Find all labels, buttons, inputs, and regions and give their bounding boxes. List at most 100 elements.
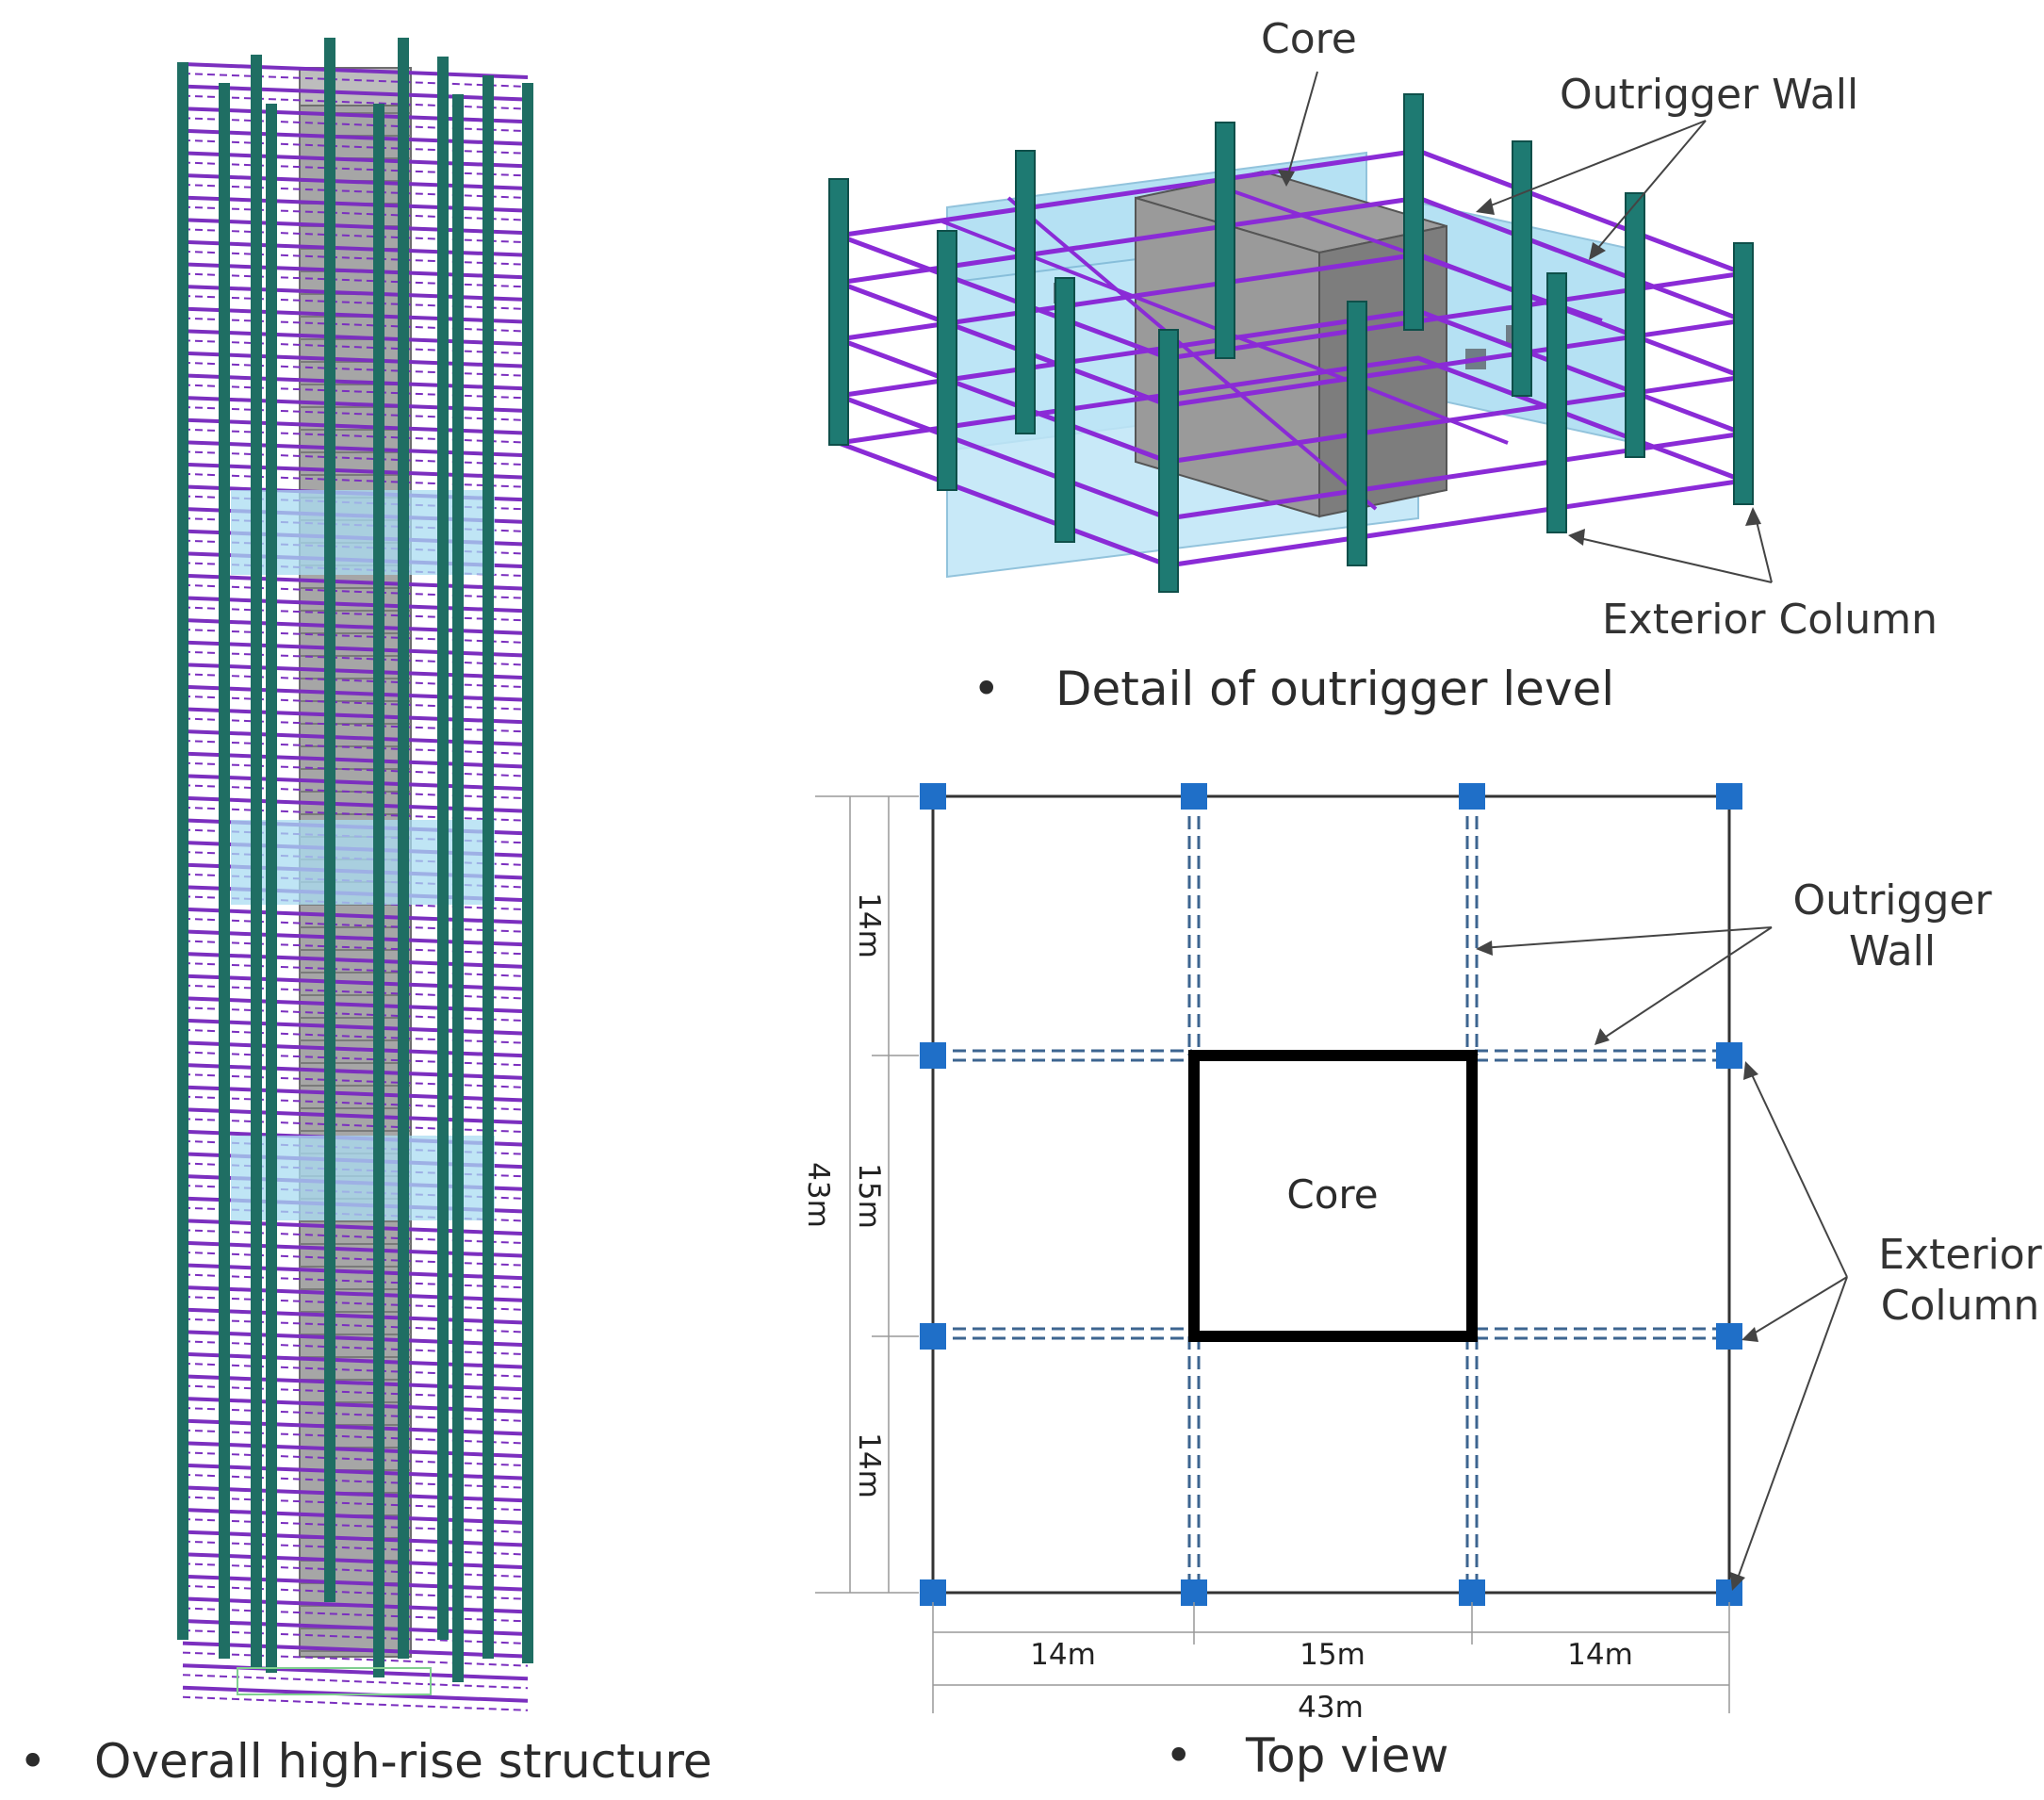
plan-column-square (1459, 783, 1485, 810)
tower-floor-beam-secondary (182, 1273, 529, 1289)
tower-floor-beam-secondary (182, 205, 529, 221)
plan-outrigger-arrowhead (1476, 941, 1493, 956)
tower-column (482, 75, 494, 1659)
tower-floor-beam (182, 1441, 529, 1459)
plan-column-leader (1748, 1068, 1848, 1278)
detail-exterior-column (1512, 140, 1532, 397)
tower-floor-beam (182, 1040, 529, 1058)
tower-floor-beam (182, 1574, 529, 1592)
dim-bay-center: 15m (852, 1163, 886, 1229)
plan-column-leader (1748, 1276, 1848, 1337)
tower-floor-beam (182, 996, 529, 1014)
plan-column-arrowhead (1743, 1061, 1758, 1080)
tower-floor-beam (182, 1552, 529, 1570)
plan-caption: Top view (1245, 1728, 1448, 1783)
tower-floor-beam-secondary (182, 73, 529, 88)
tower-floor-beam (182, 1263, 529, 1281)
tower-floor-beam (182, 1107, 529, 1125)
tower-floor-beam-secondary (182, 384, 529, 400)
plan-column-square (920, 1323, 946, 1350)
tower-floor-beam (182, 684, 529, 702)
detail-exterior-column (1733, 242, 1754, 505)
outrigger-detail-model (828, 93, 1754, 593)
tower-floor-beam-secondary (182, 295, 529, 310)
tower-floor-beam (182, 663, 529, 680)
dim-total: 43m (1298, 1691, 1364, 1725)
tower-floor-beam-secondary (182, 1006, 529, 1023)
detail-column-arrowhead (1568, 529, 1585, 546)
tower-floor-beam (182, 1085, 529, 1103)
tower-floor-beam-secondary (182, 339, 529, 355)
tower-floor-beam (182, 84, 529, 102)
tower-floor-beam-secondary (182, 1362, 529, 1378)
tower-columns (177, 38, 533, 1682)
tower-floor-beam-secondary (182, 1296, 529, 1311)
tower-floor-beam (182, 306, 529, 324)
detail-column-arrowhead (1745, 507, 1761, 526)
plan-outrigger-label-line2: Wall (1849, 927, 1936, 975)
tower-floor-beam-secondary (182, 583, 529, 599)
detail-outrigger-label: Outrigger Wall (1560, 71, 1858, 119)
dim-bay-right: 14m (1567, 1638, 1633, 1672)
tower-floor-beam-secondary (182, 1496, 529, 1512)
dim-bay-bottom: 14m (852, 1432, 886, 1498)
detail-outrigger-arrowhead (1476, 198, 1495, 215)
plan-column-label-line2: Column (1881, 1282, 2040, 1330)
tower-floor-beam (182, 729, 529, 746)
tower-floor-beam (182, 640, 529, 658)
plan-column-square (920, 1042, 946, 1069)
tower-column (522, 83, 533, 1663)
dim-bay-left: 14m (1030, 1638, 1096, 1672)
tower-floor-beam-secondary (182, 940, 529, 956)
tower-floor-beam-secondary (182, 761, 529, 777)
detail-column-label: Exterior Column (1602, 596, 1938, 644)
tower-floor-beam-secondary (182, 917, 529, 933)
tower-column (452, 94, 464, 1682)
plan-column-arrowhead (1730, 1572, 1745, 1591)
plan-column-square (920, 783, 946, 810)
tower-floor-beam (182, 1641, 529, 1659)
tower-column (251, 55, 262, 1668)
tower-floor-beam-secondary (182, 606, 529, 622)
tower-floor-beam (182, 1330, 529, 1348)
detail-exterior-column (1347, 301, 1367, 566)
detail-caption-bullet: • (973, 662, 1001, 716)
tower-floor-beam (182, 774, 529, 792)
tower-floor-beam-secondary (182, 161, 529, 177)
tower-floor-beam (182, 1219, 529, 1236)
detail-exterior-column (1215, 122, 1235, 359)
tower-floor-beam (182, 795, 529, 813)
dim-bay-top: 14m (852, 892, 886, 958)
tower-caption: Overall high-rise structure (94, 1734, 712, 1789)
plan-view: Core 14m 15m 14m 43m 14m 15m 14m 4 (801, 783, 2043, 1725)
tower-floor-beam (182, 596, 529, 614)
tower-floor-beam (182, 239, 529, 257)
tower-floor-beam (182, 1508, 529, 1525)
tower-floor-beam-secondary (182, 1118, 529, 1134)
plan-perimeter-frame (931, 794, 1731, 1595)
tower-floor-beam (182, 1463, 529, 1481)
tower-floor-beam (182, 1619, 529, 1636)
tower-floor-beam-secondary (182, 1607, 529, 1623)
plan-column-arrowhead (1741, 1327, 1758, 1342)
tower-floor-beam-secondary (182, 962, 529, 977)
tower-floor-beam (182, 1596, 529, 1614)
tower-floor-beam-secondary (182, 784, 529, 800)
tower-floor-beam-secondary (182, 1340, 529, 1356)
detail-exterior-columns (828, 93, 1754, 593)
detail-core-label: Core (1261, 15, 1357, 63)
tower-floor-beam-secondary (182, 94, 529, 110)
detail-outrigger-leader (1480, 120, 1707, 210)
tower-floor-beam-secondary (182, 1384, 529, 1400)
tower-floor-beam (182, 1351, 529, 1369)
tower-floor-beam (182, 1063, 529, 1080)
plan-column-square (1716, 1042, 1742, 1069)
tower-floor-beam (182, 1485, 529, 1503)
tower-floor-beam-secondary (182, 1451, 529, 1467)
tower-floor-beam-secondary (182, 1518, 529, 1533)
plan-caption-bullet: • (1165, 1728, 1193, 1783)
tower-floor-beam-secondary (182, 1028, 529, 1044)
tower-floor-beam (182, 974, 529, 991)
detail-outrigger-leader (1592, 120, 1707, 255)
tower-floor-beam-secondary (182, 1695, 529, 1711)
